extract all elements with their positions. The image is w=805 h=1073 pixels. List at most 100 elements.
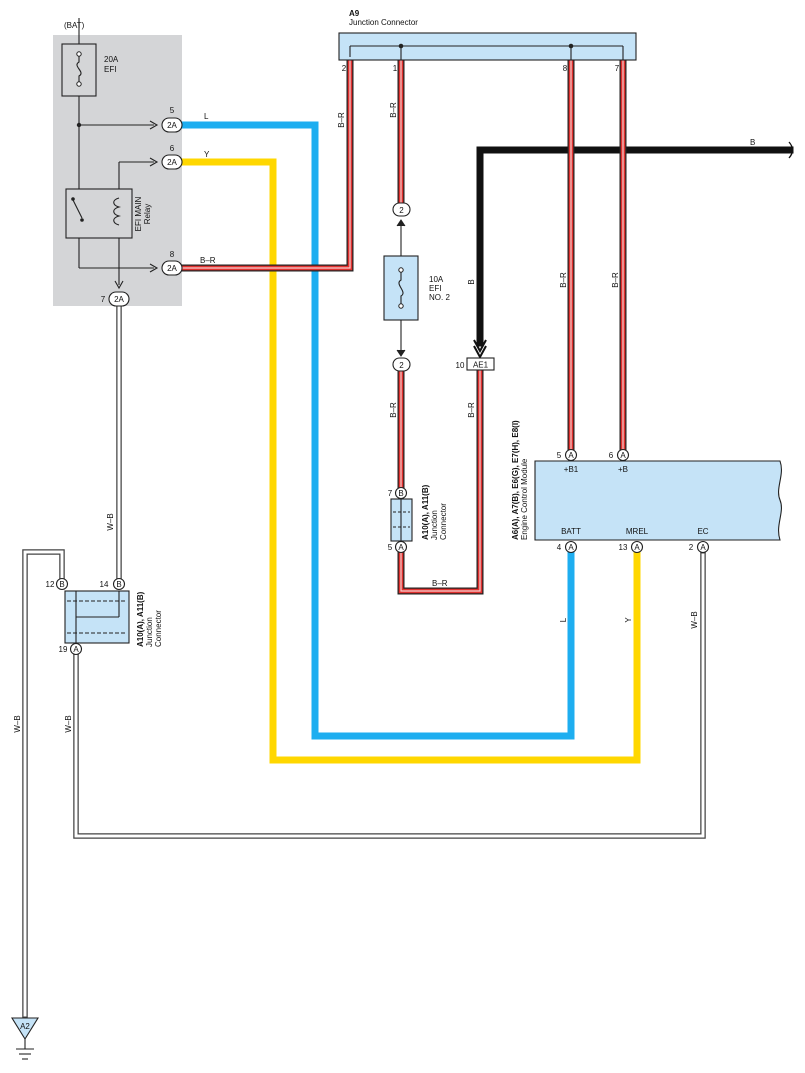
svg-text:A: A — [568, 543, 574, 552]
a9-id: A9 — [349, 9, 360, 18]
wire-label-y-ecm: Y — [624, 617, 633, 623]
wire-label-b-horiz: B — [750, 138, 755, 147]
ecm-pin-5: 5 — [557, 451, 562, 460]
jc-lower: B 12 B 14 A 19 A10(A), A11(B) Junction C… — [46, 577, 163, 656]
svg-text:A: A — [700, 543, 706, 552]
a9-name: Junction Connector — [349, 18, 418, 27]
svg-text:A: A — [73, 645, 79, 654]
efi-fuse-rating: 20A — [104, 55, 119, 64]
ecm-box — [534, 460, 782, 541]
efi-no2-fuse-icon — [398, 270, 404, 306]
efi-no2-fuse: 10A EFI NO. 2 — [383, 255, 450, 321]
ground-a2: A2 — [11, 1017, 39, 1060]
ae1-connector: AE1 10 — [456, 357, 495, 371]
ecm-pin-2: 2 — [689, 543, 694, 552]
ecm-label-ec: EC — [697, 527, 708, 536]
battery-label: (BAT) — [64, 21, 85, 30]
wire-label-wb-ecm: W–B — [690, 611, 699, 628]
ae1-name: AE1 — [473, 361, 489, 370]
jc-upper-pin-bottom: 5 — [388, 543, 393, 552]
wire-br-jc-loop — [397, 366, 484, 595]
svg-text:A: A — [398, 543, 404, 552]
wire-label-br-4: B–R — [611, 272, 620, 288]
wire-label-br-2: B–R — [389, 102, 398, 118]
ecm-label-b: +B — [618, 465, 628, 474]
wire-b-black — [473, 141, 794, 360]
relay-pin-8: 8 — [170, 250, 175, 259]
ecm-label-batt: BATT — [561, 527, 581, 536]
wire-label-l: L — [204, 112, 209, 121]
jc-lower-line2: Connector — [154, 610, 163, 647]
relay-pin-6: 6 — [170, 144, 175, 153]
ae1-pin: 10 — [456, 361, 465, 370]
wire-label-br-6: B–R — [467, 402, 476, 418]
svg-text:A: A — [634, 543, 640, 552]
relay-conn-7: 2A 7 — [101, 291, 130, 307]
relay-conn-7-label: 2A — [114, 295, 124, 304]
jc-upper-title: A10(A), A11(B) — [421, 484, 430, 540]
relay-conn-8: 2A 8 — [161, 250, 183, 276]
ecm-title: A6(A), A7(B), E6(G), E7(H), E8(I) — [511, 420, 520, 540]
jc-upper-pin-top: 7 — [388, 489, 393, 498]
svg-text:B: B — [398, 489, 403, 498]
jc-lower-title: A10(A), A11(B) — [136, 591, 145, 647]
svg-text:B: B — [59, 580, 64, 589]
a9-pin-2: 2 — [342, 64, 347, 73]
wire-label-br-7: B–R — [432, 579, 448, 588]
ecm-pin-6: 6 — [609, 451, 614, 460]
ecm-label-b1: +B1 — [564, 465, 579, 474]
relay-pin-5: 5 — [170, 106, 175, 115]
jc-lower-pin-19: 19 — [59, 645, 68, 654]
wire-label-br-5: B–R — [389, 402, 398, 418]
wire-label-l-ecm: L — [559, 617, 568, 622]
relay-conn-6: 2A 6 — [161, 144, 183, 170]
relay-block-internals — [61, 18, 159, 290]
relay-coil-icon — [113, 197, 121, 226]
wire-label-y: Y — [204, 150, 210, 159]
relay-block-panel — [53, 35, 182, 306]
ecm-name: Engine Control Module — [520, 458, 529, 540]
relay-conn-6-label: 2A — [167, 158, 177, 167]
wire-l-blue — [176, 121, 575, 740]
ecm-label-mrel: MREL — [626, 527, 649, 536]
a9-pin-1: 1 — [393, 64, 398, 73]
ecm: A6(A), A7(B), E6(G), E7(H), E8(I) Engine… — [511, 420, 782, 554]
ecm-pin-13: 13 — [619, 543, 628, 552]
svg-text:2: 2 — [399, 361, 404, 370]
inline-conn-2-lower: 2 — [392, 320, 411, 372]
efi-no2-name1: EFI — [429, 284, 441, 293]
wire-y-yellow — [176, 158, 641, 764]
jc-upper: B 7 A 5 A10(A), A11(B) Junction Connecto… — [388, 484, 448, 554]
ground-label: A2 — [20, 1022, 30, 1031]
wire-wb-jc-to-ecm — [73, 552, 706, 839]
relay-conn-5-label: 2A — [167, 121, 177, 130]
relay-label-line2: Relay — [143, 204, 152, 224]
svg-text:A: A — [620, 451, 626, 460]
wire-label-wb-3: W–B — [64, 715, 73, 732]
ecm-pin-4: 4 — [557, 543, 562, 552]
efi-no2-rating: 10A — [429, 275, 444, 284]
svg-text:A: A — [568, 451, 574, 460]
jc-upper-line2: Connector — [439, 503, 448, 540]
wire-label-wb-2: W–B — [13, 715, 22, 732]
efi-main-relay-box — [65, 188, 133, 239]
relay-label-line1: EFI MAIN — [134, 196, 143, 231]
wire-label-br-1: B–R — [337, 112, 346, 128]
relay-conn-5: 2A 5 — [161, 106, 183, 133]
jc-lower-pin-14: 14 — [100, 580, 109, 589]
svg-text:2: 2 — [399, 206, 404, 215]
a9-pin-7: 7 — [615, 64, 620, 73]
inline-conn-2-upper: 2 — [392, 202, 411, 256]
wire-label-wb-1: W–B — [106, 513, 115, 530]
wire-label-br-relay: B–R — [200, 256, 216, 265]
jc-upper-line1: Junction — [430, 510, 439, 540]
jc-lower-line1: Junction — [145, 617, 154, 647]
wire-wb-jc-to-ground — [22, 549, 65, 1018]
wire-label-b-vert: B — [467, 279, 476, 284]
junction-a9: A9 Junction Connector 2 1 8 7 — [338, 9, 637, 73]
relay-conn-8-label: 2A — [167, 264, 177, 273]
wire-br-relay-to-a9 — [176, 56, 354, 272]
jc-lower-pin-12: 12 — [46, 580, 55, 589]
svg-text:B: B — [116, 580, 121, 589]
wire-label-br-3: B–R — [559, 272, 568, 288]
